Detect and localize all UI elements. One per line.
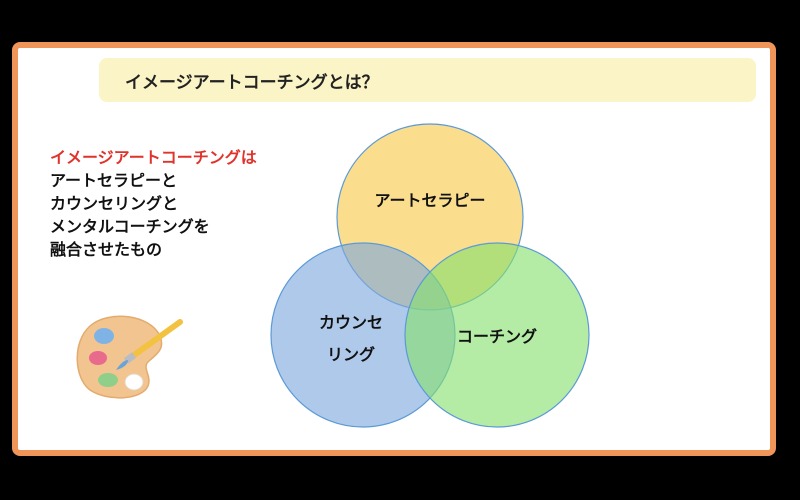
- description-line-4: 融合させたもの: [50, 240, 163, 259]
- description-line-2: カウンセリングと: [50, 194, 179, 213]
- venn-circle-coaching: [404, 242, 590, 428]
- venn-label-counseling-1: カウンセ: [319, 313, 383, 332]
- venn-label-counseling-2: リング: [327, 345, 375, 364]
- description-text: イメージアートコーチングは アートセラピーと カウンセリングと メンタルコーチン…: [50, 146, 257, 261]
- description-line-3: メンタルコーチングを: [50, 217, 210, 236]
- description-highlight: イメージアートコーチングは: [50, 148, 257, 167]
- slide-title-bar: イメージアートコーチングとは？: [99, 58, 756, 102]
- description-line-1: アートセラピーと: [50, 171, 178, 190]
- slide-title: イメージアートコーチングとは？: [125, 72, 379, 93]
- venn-label-art-therapy: アートセラピー: [374, 191, 485, 210]
- paint-palette-icon: [76, 315, 183, 399]
- venn-label-coaching: コーチング: [457, 327, 537, 346]
- slide-frame: イメージアートコーチングとは？ イメージアートコーチングは アートセラピーと カ…: [12, 42, 776, 456]
